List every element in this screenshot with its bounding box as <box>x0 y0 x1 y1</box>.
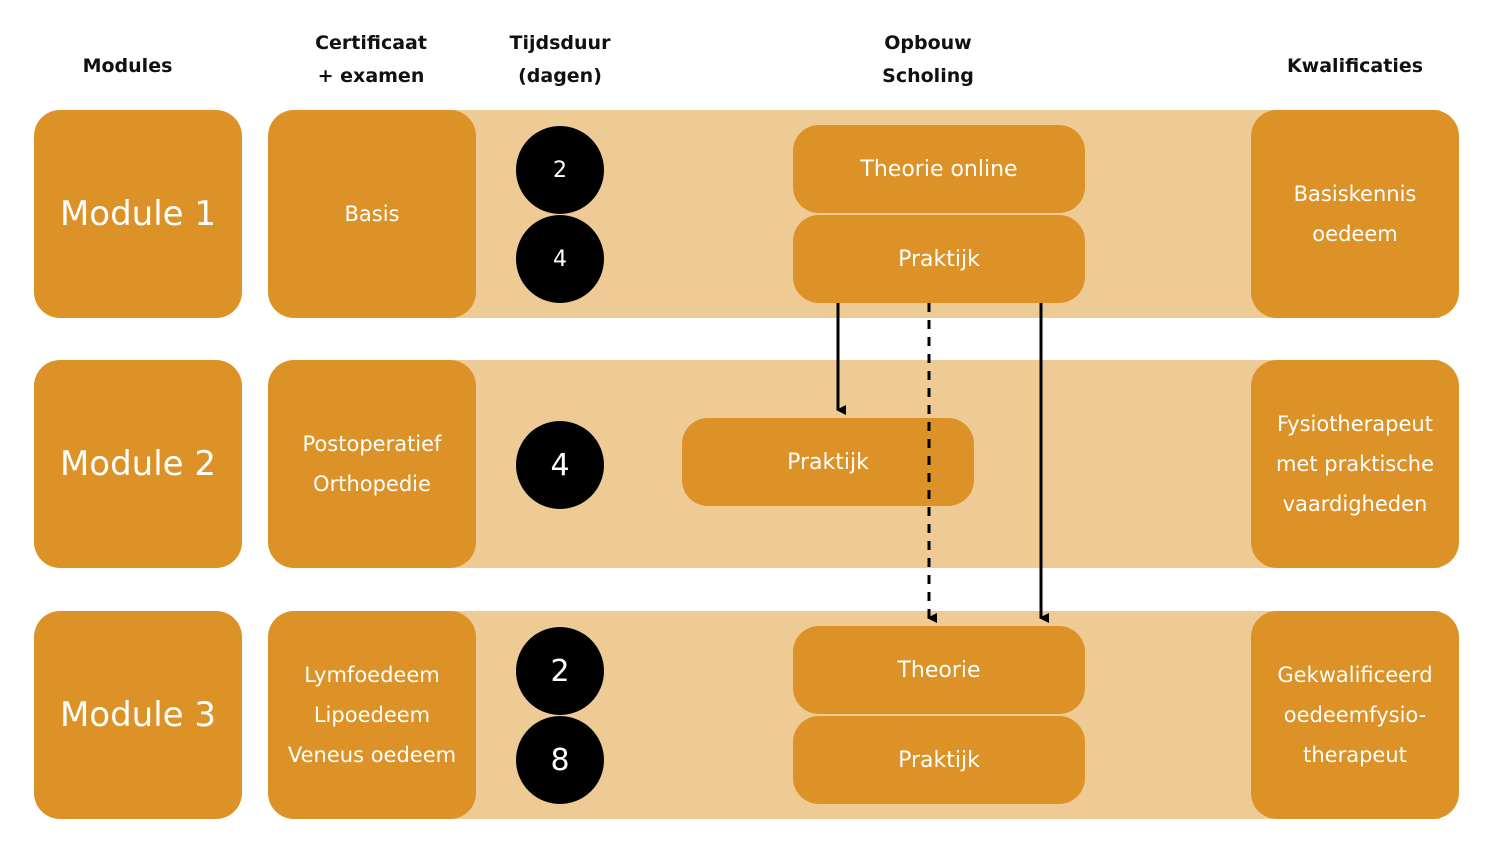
module-2-certificate: Postoperatief Orthopedie <box>268 360 476 568</box>
module-2-step-praktijk: Praktijk <box>682 418 974 506</box>
module-3-certificate: Lymfoedeem Lipoedeem Veneus oedeem <box>268 611 476 819</box>
module-1-days-practice: 4 <box>516 215 604 303</box>
module-1-certificate: Basis <box>268 110 476 318</box>
module-3-step-theorie: Theorie <box>793 626 1085 714</box>
module-2-qualification: Fysiotherapeut met praktische vaardighed… <box>1251 360 1459 568</box>
module-1-days-theory: 2 <box>516 126 604 214</box>
module-3-days-practice: 8 <box>516 716 604 804</box>
header-opbouw: Opbouw Scholing <box>882 32 974 87</box>
module-1-step-praktijk: Praktijk <box>793 215 1085 303</box>
module-2-days: 4 <box>516 421 604 509</box>
header-certificaat: Certificaat + examen <box>315 32 427 87</box>
module-2-label: Module 2 <box>34 360 242 568</box>
module-3-label: Module 3 <box>34 611 242 819</box>
module-1-qualification: Basiskennis oedeem <box>1251 110 1459 318</box>
module-3-step-praktijk: Praktijk <box>793 716 1085 804</box>
module-1-step-theory-online: Theorie online <box>793 125 1085 213</box>
header-modules: Modules <box>82 55 173 77</box>
header-kwalificaties: Kwalificaties <box>1286 55 1424 77</box>
header-tijdsduur: Tijdsduur (dagen) <box>509 32 611 87</box>
module-1-label: Module 1 <box>34 110 242 318</box>
module-3-days-theory: 2 <box>516 627 604 715</box>
module-3-qualification: Gekwalificeerd oedeemfysio- therapeut <box>1251 611 1459 819</box>
